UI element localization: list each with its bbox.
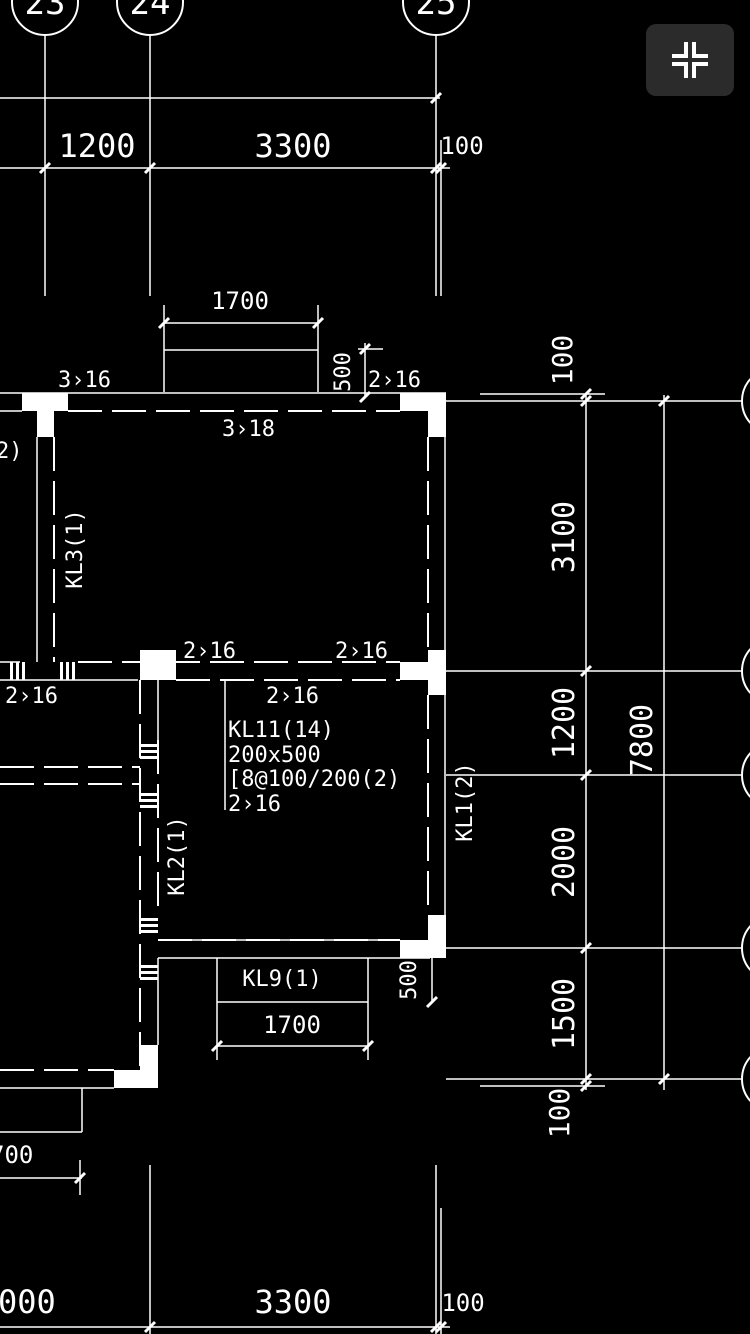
beam-note: KL11(14) 200x500 [8@100/200(2) 2›16 bbox=[228, 718, 400, 817]
dim-100-top: 100 bbox=[440, 132, 483, 160]
grid-label-24: 24 bbox=[130, 0, 171, 23]
exit-fullscreen-icon bbox=[672, 42, 708, 78]
dim-side-2000: 2000 bbox=[547, 826, 582, 898]
beam-label-kl2: KL2(1) bbox=[165, 816, 190, 895]
beam-label-kl9: KL9(1) bbox=[242, 967, 321, 992]
beam-note-line-3: [8@100/200(2) bbox=[228, 767, 400, 792]
partial-left-label: 2) bbox=[0, 439, 23, 464]
grid-label-25: 25 bbox=[416, 0, 457, 23]
rebar-label-top-left: 3›16 bbox=[58, 368, 111, 393]
dim-window-bottom: 1700 bbox=[263, 1011, 321, 1039]
rebar-label-top-right: 2›16 bbox=[368, 368, 421, 393]
beam-note-line-2: 200x500 bbox=[228, 743, 321, 768]
rebar-label-mid-center: 2›16 bbox=[266, 684, 319, 709]
dim-1200-top: 1200 bbox=[58, 127, 135, 165]
grid-label-23: 23 bbox=[25, 0, 66, 23]
dim-side-100-bottom: 100 bbox=[543, 1088, 576, 1139]
beam-note-line-1: KL11(14) bbox=[228, 718, 334, 743]
columns bbox=[10, 393, 446, 1088]
dim-window-top-height: 500 bbox=[331, 352, 356, 392]
beam-note-line-4: 2›16 bbox=[228, 792, 281, 817]
dim-side-7800: 7800 bbox=[625, 704, 660, 776]
dim-partial-700: 700 bbox=[0, 1141, 33, 1169]
dim-window-bottom-height: 500 bbox=[397, 960, 422, 1000]
rebar-label-mid-left: 2›16 bbox=[183, 639, 236, 664]
dim-partial-bottom-left: 000 bbox=[0, 1283, 56, 1321]
dim-side-1200: 1200 bbox=[547, 687, 582, 759]
rebar-label-far-left: 2›16 bbox=[5, 684, 58, 709]
dim-side-3100: 3100 bbox=[547, 501, 582, 573]
dim-3300-top: 3300 bbox=[254, 127, 331, 165]
dim-side-100-top: 100 bbox=[546, 335, 579, 386]
dimension-ticks bbox=[38, 91, 671, 1334]
dim-side-1500: 1500 bbox=[547, 978, 582, 1050]
exit-fullscreen-button[interactable] bbox=[646, 24, 734, 96]
rebar-label-mid-right: 2›16 bbox=[335, 639, 388, 664]
grid-lines bbox=[0, 35, 742, 1334]
beam-outlines bbox=[0, 392, 446, 1089]
beam-label-kl1: KL1(2) bbox=[453, 762, 478, 841]
dim-3300-bottom: 3300 bbox=[254, 1283, 331, 1321]
beam-label-kl3: KL3(1) bbox=[63, 509, 88, 588]
axis-bubbles bbox=[11, 0, 750, 1103]
dim-100-bottom: 100 bbox=[441, 1289, 484, 1317]
dim-window-top: 1700 bbox=[211, 287, 269, 315]
rebar-label-top-middle: 3›18 bbox=[222, 417, 275, 442]
